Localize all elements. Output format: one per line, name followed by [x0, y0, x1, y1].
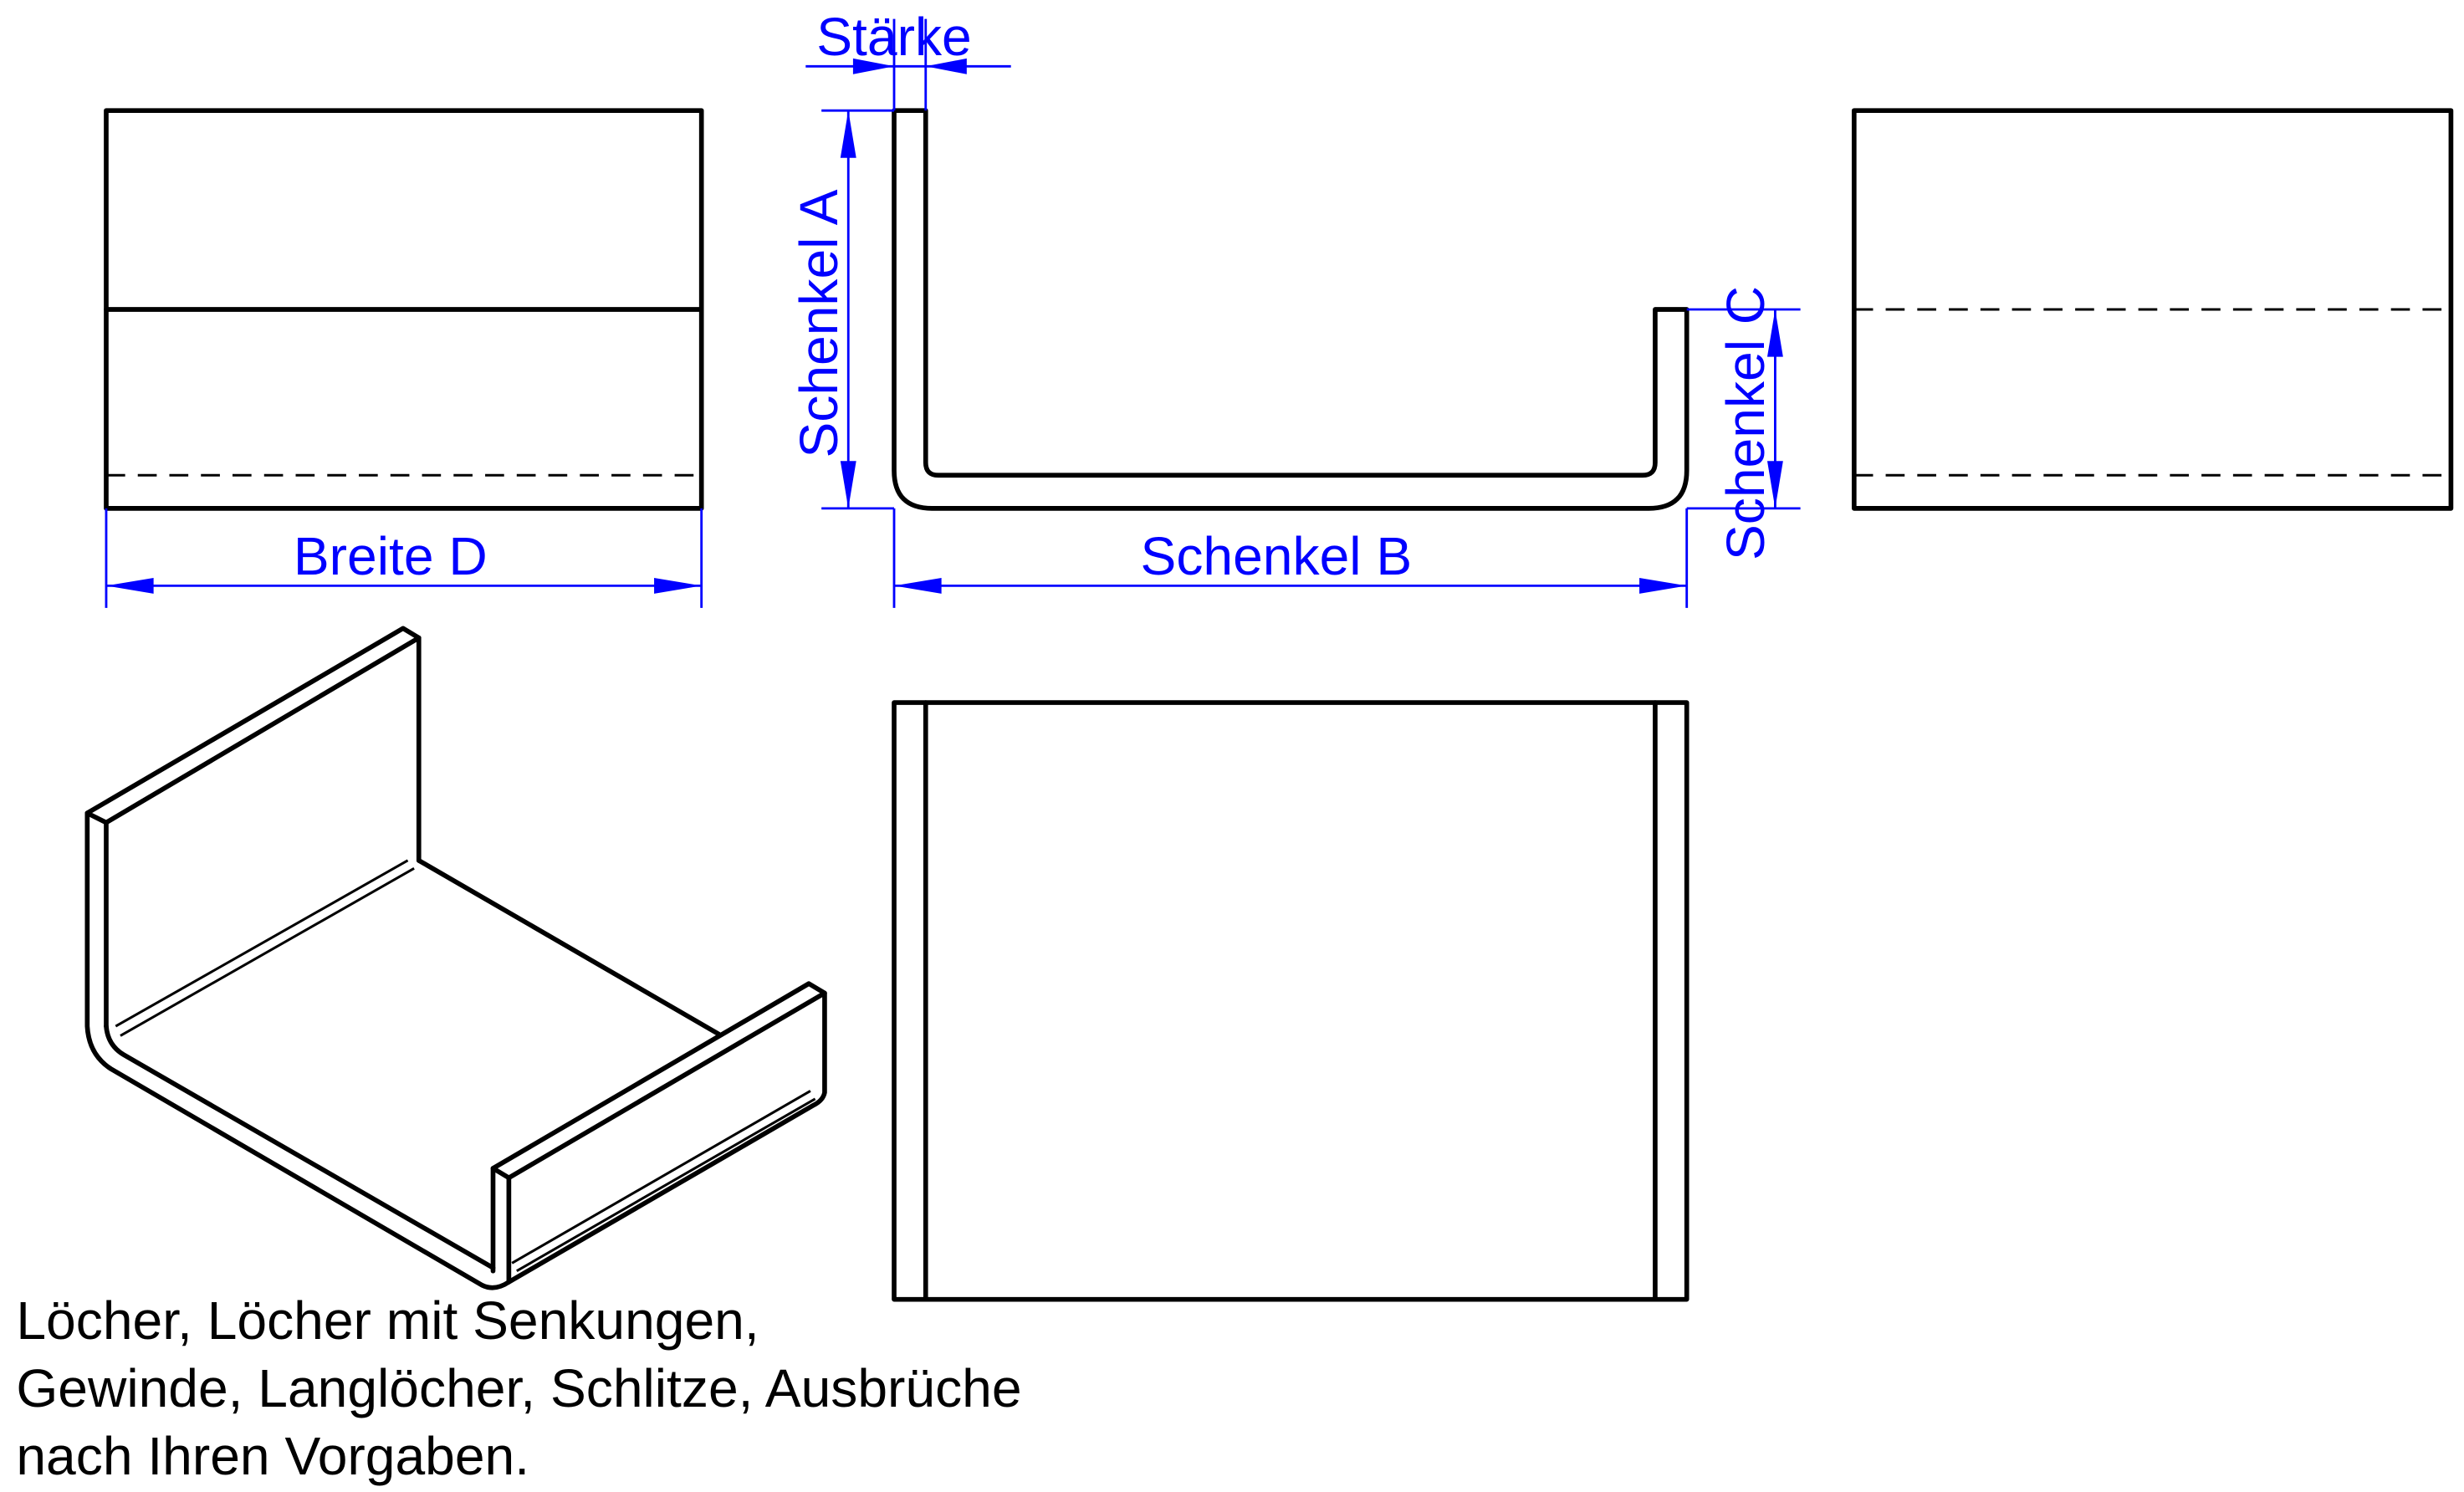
note-line: Gewinde, Langlöcher, Schlitze, Ausbrüche	[16, 1358, 1021, 1418]
dimension-width-d: Breite D	[105, 508, 703, 608]
right-view	[1851, 108, 2454, 511]
arrow-icon	[840, 110, 856, 158]
width-d-label: Breite D	[294, 526, 488, 586]
arrow-icon	[1766, 309, 1783, 357]
u-profile-outline	[892, 108, 1690, 511]
note-line: Löcher, Löcher mit Senkungen,	[16, 1290, 759, 1351]
right-view-outline	[1851, 108, 2454, 511]
top-view-outline	[892, 700, 1690, 1302]
arrow-icon	[894, 577, 942, 594]
dimension-thickness: Stärke	[805, 7, 1011, 111]
dimension-leg-b: Schenkel B	[892, 508, 1689, 608]
leg-a-label: Schenkel A	[789, 189, 849, 457]
arrow-icon	[105, 577, 154, 594]
arrow-icon	[925, 58, 967, 74]
front-view	[104, 108, 704, 511]
dimension-leg-a: Schenkel A	[789, 109, 895, 510]
arrow-icon	[1639, 577, 1687, 594]
arrow-icon	[1766, 461, 1783, 508]
note-line: nach Ihren Vorgaben.	[16, 1426, 529, 1486]
arrow-icon	[852, 58, 895, 74]
thickness-label: Stärke	[816, 7, 971, 67]
side-view-profile	[892, 108, 1690, 511]
leg-c-label: Schenkel C	[1715, 286, 1776, 560]
arrow-icon	[654, 577, 702, 594]
arrow-icon	[840, 461, 856, 508]
top-view	[892, 700, 1690, 1302]
isometric-view	[84, 626, 827, 1290]
leg-b-label: Schenkel B	[1141, 526, 1413, 586]
note-text: Löcher, Löcher mit Senkungen, Gewinde, L…	[16, 1290, 1021, 1486]
dimension-leg-c: Schenkel C	[1686, 286, 1801, 560]
